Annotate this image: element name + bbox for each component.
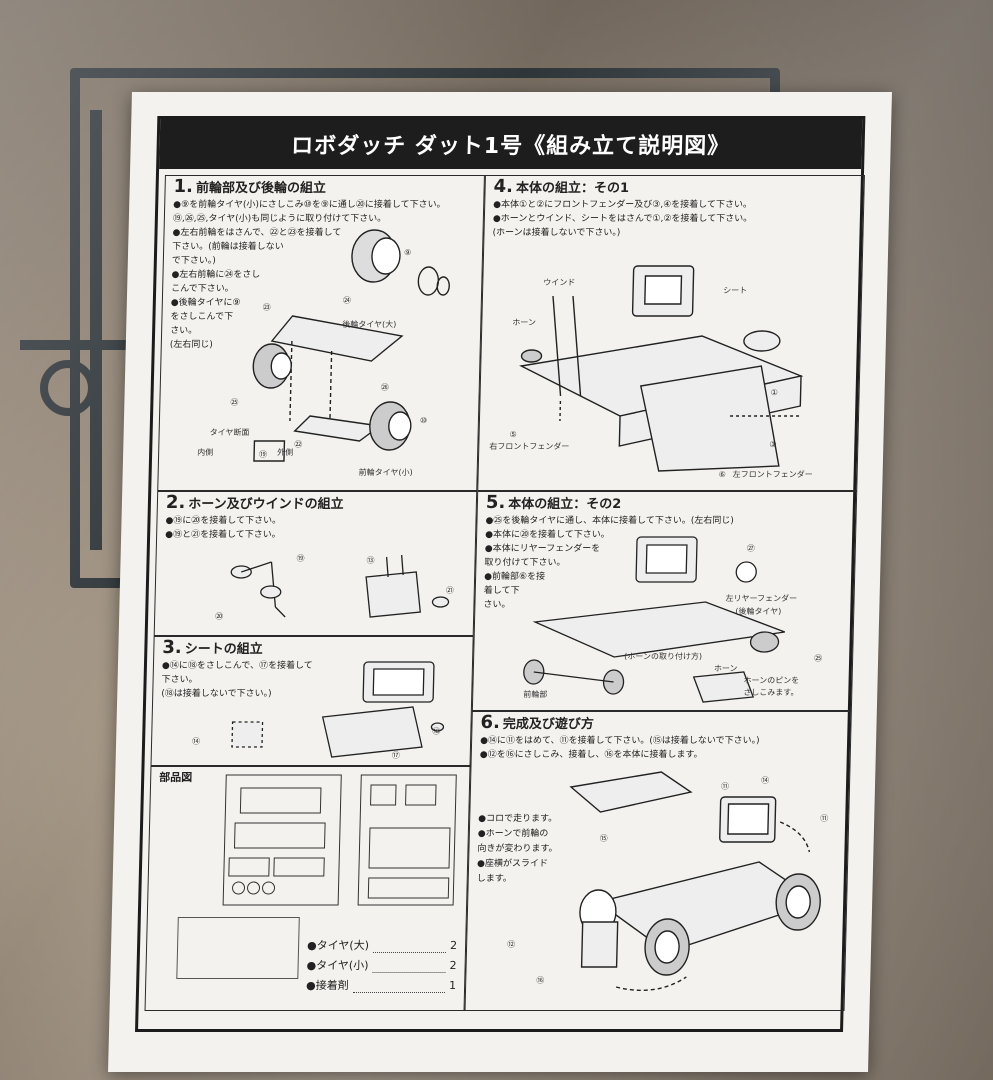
step-6-text: ●⑫を⑯にさしこみ、接着し、⑯を本体に接着します。	[479, 750, 703, 760]
play-note: 向きが変わります。	[477, 844, 558, 854]
part-number-label: ③	[769, 440, 777, 449]
parts-list-row: ●タイヤ(小)2	[306, 959, 457, 973]
horn-label: ホーン	[713, 664, 738, 673]
window-label: ウインド	[543, 278, 576, 287]
play-note: ●ホーンで前輪の	[477, 829, 549, 839]
inner-side-label: 内側	[197, 448, 214, 457]
part-number-label: ㉖	[380, 383, 389, 392]
play-note: ●座横がスライド	[476, 859, 549, 869]
step-4-text: ●ホーンとウインド、シートをはさんで①,②を接着して下さい。	[492, 214, 753, 224]
step-2-panel: 2.ホーン及びウインドの組立 ●⑲に⑳を接着して下さい。 ●⑲と㉑を接着して下さ…	[153, 491, 478, 636]
tire-section-label: タイヤ断面	[209, 428, 250, 437]
part-number-label: ⑭	[191, 737, 201, 746]
part-number-label: ㉒	[294, 440, 303, 449]
part-number-label: ㉕	[230, 398, 239, 407]
part-number-label: ㉑	[445, 586, 454, 595]
seat-assembly-drawing	[231, 661, 445, 758]
left-front-fender-label: 左フロントフェンダー	[732, 470, 813, 479]
horn-label: ホーン	[512, 318, 537, 327]
completed-car-drawing	[569, 771, 821, 992]
horn-pin-label: さしこみます。	[743, 688, 799, 697]
part-number-label: ㉗	[746, 544, 755, 553]
rear-tire-note-label: (後輪タイヤ)	[735, 607, 782, 616]
step-5-panel: 5.本体の組立：その2 ●㉕を後輪タイヤに通し、本体に接着して下さい。(左右同じ…	[471, 491, 858, 711]
step-4-panel: 4.本体の組立：その1 ●本体①と②にフロントフェンダー及び③,④を接着して下さ…	[477, 175, 865, 491]
parts-sprue-drawing	[222, 774, 457, 906]
step-2-text: ●⑲と㉑を接着して下さい。	[165, 530, 281, 540]
caution-box	[176, 917, 300, 979]
wheel-assembly-drawing	[252, 229, 450, 462]
part-number-label: ⑪	[720, 782, 730, 791]
play-note: します。	[476, 874, 512, 884]
step-4-text: (ホーンは接着しないで下さい。)	[492, 228, 621, 238]
front-wheel-unit-label: 前輪部	[523, 690, 548, 699]
body-assembly-1-drawing	[519, 265, 804, 472]
step-6-text: ●⑭に⑪をはめて、⑪を接着して下さい。(⑮は接着しないで下さい。)	[479, 736, 760, 746]
sprue-runner	[20, 340, 130, 350]
seat-label: シート	[723, 286, 748, 295]
part-number-label: ⑮	[599, 834, 608, 843]
part-number-label: ⑭	[761, 776, 770, 785]
instruction-sheet: ロボダッチ ダット1号《組み立て説明図》 1.前輪部及び後輪の組立 ●⑨を前輪タ…	[108, 92, 892, 1072]
step-3-panel: 3.シートの組立 ●⑭に⑱をさしこんで、⑰を接着して 下さい。 (⑱は接着しない…	[150, 636, 474, 766]
step-5-text: ●㉕を後輪タイヤに通し、本体に接着して下さい。(左右同じ)	[485, 516, 734, 526]
part-number-label: ㉕	[814, 654, 823, 663]
part-number-label: ⑯	[536, 976, 545, 985]
step-3-heading: 3.シートの組立	[162, 637, 263, 658]
left-rear-fender-label: 左リヤーフェンダー	[725, 594, 798, 603]
part-number-label: ⑩	[419, 416, 428, 425]
part-number-label: ㉓	[262, 303, 271, 312]
play-notes: ●コロで走ります。 ●ホーンで前輪の 向きが変わります。 ●座横がスライド しま…	[477, 812, 559, 887]
step-2-text: ●⑲に⑳を接着して下さい。	[165, 516, 282, 526]
horn-attach-label: (ホーンの取り付け方)	[624, 652, 703, 661]
parts-list-row: ●タイヤ(大)2	[306, 939, 458, 953]
step-6-heading: 6.完成及び遊び方	[480, 712, 595, 733]
part-number-label: ①	[770, 388, 778, 397]
step-1-panel: 1.前輪部及び後輪の組立 ●⑨を前輪タイヤ(小)にさしこみ⑩を⑨に通し⑳に接着し…	[157, 175, 485, 491]
part-number-label: ⑫	[507, 940, 516, 949]
part-number-label: ⑳	[215, 612, 224, 621]
step-6-panel: 6.完成及び遊び方 ●⑭に⑪をはめて、⑪を接着して下さい。(⑮は接着しないで下さ…	[464, 711, 852, 1011]
part-number-label: ⑲	[296, 554, 305, 563]
rear-tire-label: 後輪タイヤ(大)	[342, 320, 397, 329]
part-number-label: ⑥	[718, 470, 726, 479]
part-number-label: ⑪	[820, 814, 829, 823]
front-tire-label: 前輪タイヤ(小)	[358, 468, 413, 477]
instruction-frame: ロボダッチ ダット1号《組み立て説明図》 1.前輪部及び後輪の組立 ●⑨を前輪タ…	[135, 116, 866, 1032]
sheet-title: ロボダッチ ダット1号《組み立て説明図》	[159, 119, 863, 169]
step-1-text: ⑲,㉖,㉕,タイヤ(小)も同じように取り付けて下さい。	[172, 214, 387, 224]
step-1-heading: 1.前輪部及び後輪の組立	[173, 176, 327, 197]
part-number-label: ⑰	[391, 751, 400, 760]
part-number-label: ⑨	[403, 248, 412, 257]
play-note: ●コロで走ります。	[478, 814, 558, 824]
horn-window-drawing	[230, 554, 450, 618]
step-4-heading: 4.本体の組立：その1	[493, 176, 630, 197]
part-number-label: ⑲	[259, 450, 268, 459]
step-1-text: ●⑨を前輪タイヤ(小)にさしこみ⑩を⑨に通し⑳に接着して下さい。	[173, 200, 446, 210]
body-assembly-2-drawing	[523, 536, 786, 703]
sprue-runner-vertical	[90, 110, 102, 550]
part-number-label: ㉔	[342, 296, 351, 305]
outer-side-label: 外側	[277, 448, 294, 457]
step-5-heading: 5.本体の組立：その2	[485, 492, 622, 513]
part-number-label: ⑱	[432, 727, 441, 736]
step-4-text: ●本体①と②にフロントフェンダー及び③,④を接着して下さい。	[493, 200, 753, 210]
step-2-heading: 2.ホーン及びウインドの組立	[165, 492, 344, 513]
right-front-fender-label: 右フロントフェンダー	[489, 442, 570, 451]
part-number-label: ⑬	[366, 556, 375, 565]
